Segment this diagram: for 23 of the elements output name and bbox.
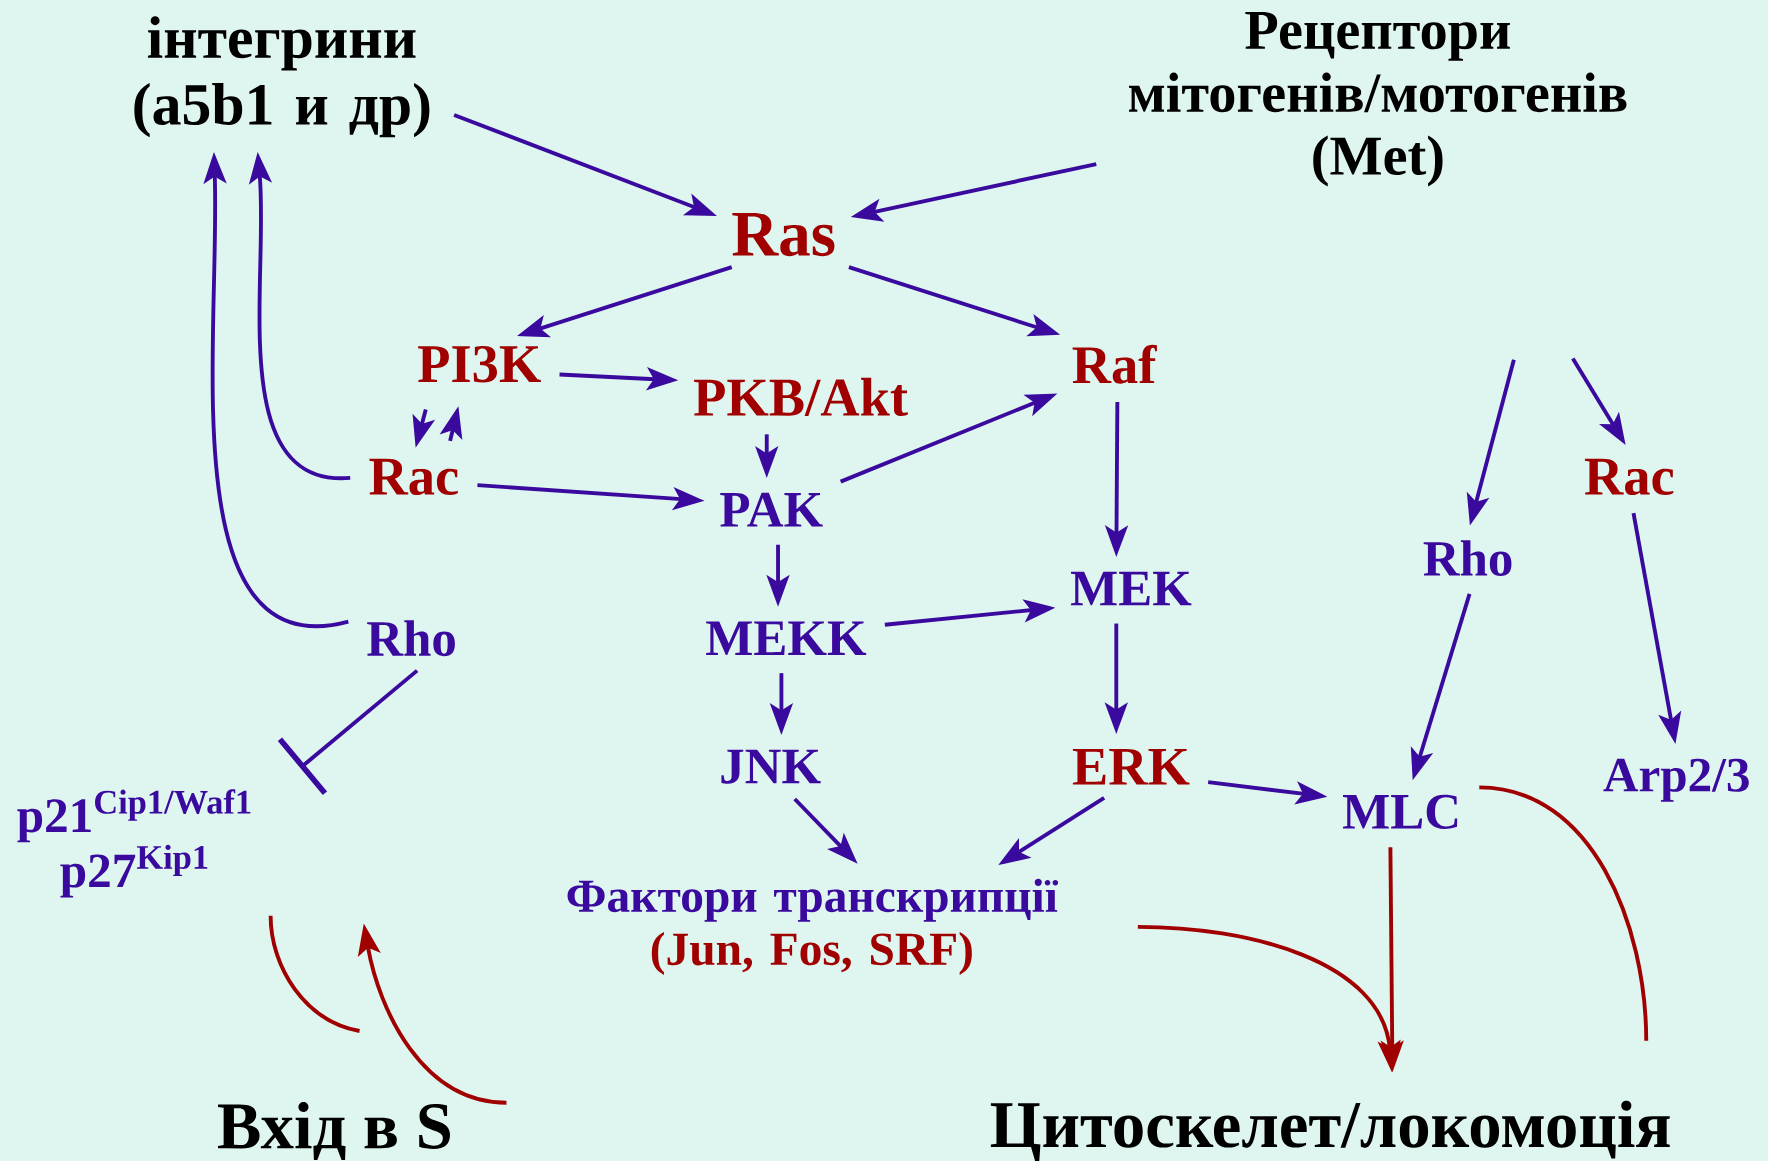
protein-label: PAK (720, 492, 823, 527)
protein-label: Rac (369, 458, 458, 495)
protein-label: ERK (1072, 748, 1190, 785)
protein-label: Rho (367, 620, 455, 656)
title-text: Цитоскелет/локомоція (990, 1100, 1670, 1161)
protein-label: Rac (1584, 458, 1674, 495)
title-text: Рецептори мітогенів/мотогенів (Met) (1129, 11, 1627, 187)
connector-line (268, 915, 360, 1033)
protein-label: PI3K (418, 345, 541, 383)
protein-label: Ras (732, 212, 835, 256)
protein-label: MLC (1343, 794, 1458, 829)
protein-label: MEKK (706, 621, 867, 655)
protein-label: MEK (1070, 571, 1192, 606)
protein-label: Rho (1423, 540, 1512, 576)
protein-label: PKB/Akt (694, 377, 908, 416)
protein-label: Arp2/3 (1603, 758, 1749, 802)
protein-label: JNK (721, 749, 821, 784)
pathway-label: Фактори транскрипції (Jun, Fos, SRF) (567, 878, 1059, 975)
protein-label: Raf (1072, 344, 1157, 384)
protein-label: p21$^{Cip1/Waf1}$ p27$^{Kip1}$ (17, 789, 251, 898)
connector-line (1479, 785, 1649, 1041)
title-text: інтегрини (a5b1 и др) (134, 16, 430, 137)
title-text: Вхід в S (218, 1101, 450, 1160)
